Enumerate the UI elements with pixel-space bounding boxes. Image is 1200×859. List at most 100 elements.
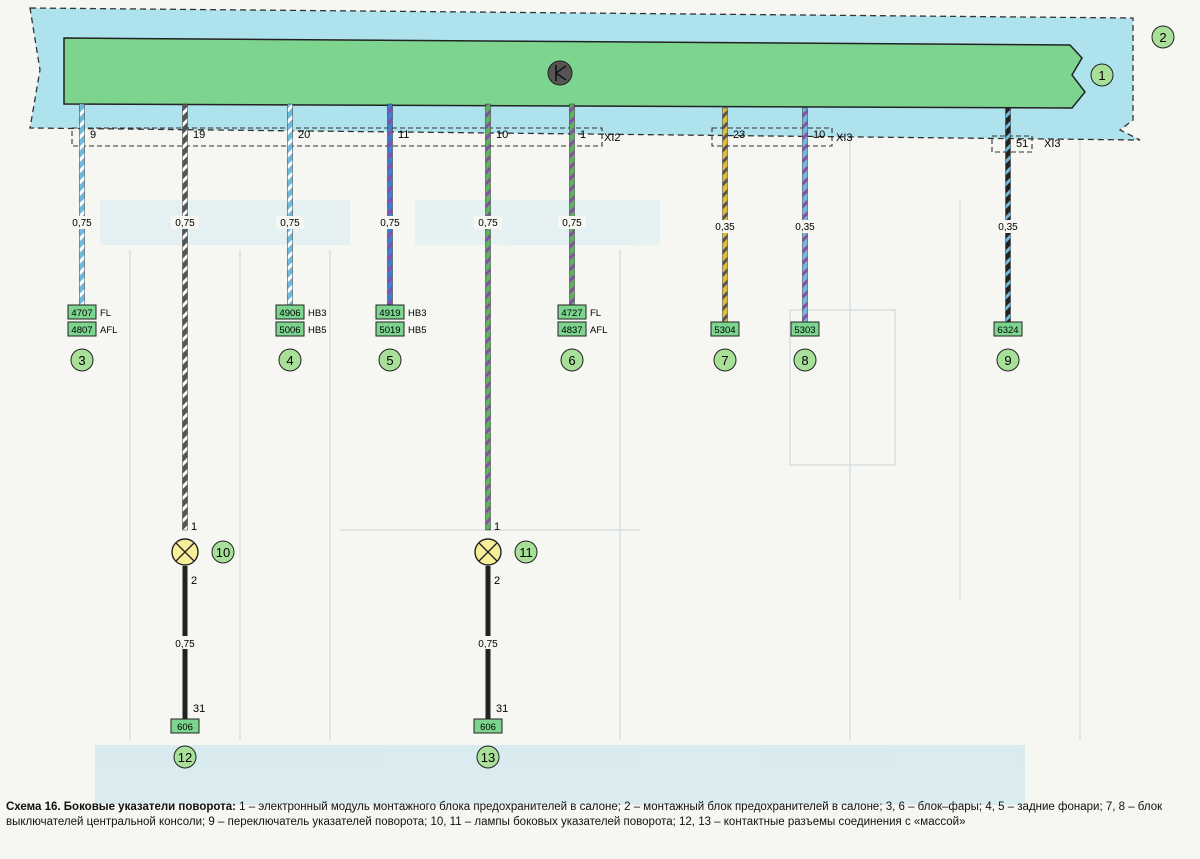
background-sketch [95, 130, 1081, 805]
gauge-label-bg [558, 216, 586, 229]
terminal-box [710, 321, 740, 337]
ground-terminal-box [473, 718, 503, 734]
gauge-label-bg [791, 220, 819, 233]
wire-3 [287, 103, 293, 306]
ground-terminal-box [170, 718, 200, 734]
wire-pin-label: 11 [398, 129, 409, 141]
connector-xi3-outline [991, 135, 1033, 153]
terminal-code: 6324 [997, 325, 1018, 336]
gauge-label-bg [474, 216, 502, 229]
wire-pin-label: 19 [193, 129, 205, 141]
gauge-label-bg [711, 220, 739, 233]
callout-circle [378, 348, 402, 372]
gauge-label-bg [276, 216, 304, 229]
terminal-code: 4727 [561, 308, 582, 319]
terminal-box [67, 321, 97, 337]
connector-xi2-outline [71, 127, 603, 147]
ground-pin-label: 31 [496, 703, 508, 715]
callout-label: 9 [1004, 353, 1011, 368]
connector-label-xi3: XI3 [836, 132, 853, 144]
wires-layer [79, 103, 1011, 721]
gauge-label-bg [171, 636, 199, 649]
electronic-module [63, 37, 1086, 109]
terminal-code: 5303 [794, 325, 815, 336]
wire-1 [79, 103, 85, 306]
terminal-code: 4807 [71, 325, 92, 336]
wire-pin-label: 10 [813, 129, 825, 141]
terminal-tag: HB3 [308, 308, 326, 319]
terminal-box [67, 304, 97, 320]
connector-xi3-outline [711, 127, 833, 147]
terminal-code: 4906 [279, 308, 300, 319]
callout-label: 4 [286, 353, 293, 368]
lamp-cross [478, 542, 498, 562]
terminal-code: 4837 [561, 325, 582, 336]
callout-label: 7 [721, 353, 728, 368]
terminal-box [790, 321, 820, 337]
terminal-box [557, 321, 587, 337]
wire-gauge-label: 0,75 [175, 218, 195, 229]
callout-circle [211, 540, 235, 564]
callout-fuse-box: 2 [1151, 25, 1175, 49]
terminal-tag: HB3 [408, 308, 426, 319]
wire-5 [485, 103, 491, 531]
terminal-box [375, 321, 405, 337]
wire-gauge-label: 0,75 [72, 218, 92, 229]
lamp-pin-top: 1 [494, 521, 500, 533]
ground-pin-label: 31 [193, 703, 205, 715]
callout-module-text: 1 [1098, 68, 1105, 83]
callout-circle [514, 540, 538, 564]
terminal-tag: HB5 [308, 325, 326, 336]
lamp-pin-top: 1 [191, 521, 197, 533]
callout-circle [793, 348, 817, 372]
gauge-label-bg [68, 216, 96, 229]
gauge-label-bg [171, 216, 199, 229]
terminal-box [993, 321, 1023, 337]
wire-gauge-label: 0,35 [715, 222, 735, 233]
callout-label: 6 [568, 353, 575, 368]
callout-label: 12 [178, 750, 192, 765]
wire-8 [802, 107, 808, 323]
labels-layer: 0,7590,75190,75200,75110,75100,7510,3523… [67, 129, 1028, 769]
wire-pin-label: 10 [496, 129, 508, 141]
terminal-tag: FL [590, 308, 601, 319]
figure-caption: Схема 16. Боковые указатели поворота: 1 … [6, 800, 1194, 830]
wire-gauge-label: 0,75 [380, 218, 400, 229]
callout-circle [560, 348, 584, 372]
callout-circle [476, 745, 500, 769]
connector-label-xi2: XI2 [604, 132, 621, 144]
callout-circle [713, 348, 737, 372]
terminal-tag: AFL [590, 325, 607, 336]
callout-label: 11 [519, 545, 533, 560]
wire-gauge-label: 0,35 [998, 222, 1018, 233]
lamp-pin-bottom: 2 [191, 575, 197, 587]
callout-label: 8 [801, 353, 808, 368]
callout-label: 5 [386, 353, 393, 368]
ground-terminal-code: 606 [177, 722, 193, 733]
terminal-tag: HB5 [408, 325, 426, 336]
ground-gauge-label: 0,75 [478, 639, 498, 650]
wire-gauge-label: 0,75 [562, 218, 582, 229]
lamp-pin-bottom: 2 [494, 575, 500, 587]
wire-pin-label: 9 [90, 129, 96, 141]
transistor-icon [547, 60, 573, 86]
terminal-code: 5019 [379, 325, 400, 336]
callout-circle [173, 745, 197, 769]
callout-module: 1 [1090, 63, 1114, 87]
wire-pin-label: 51 [1016, 138, 1028, 150]
terminal-code: 4707 [71, 308, 92, 319]
wire-pin-label: 20 [298, 129, 310, 141]
wire-gauge-label: 0,75 [478, 218, 498, 229]
wire-7 [722, 107, 728, 323]
wire-6 [569, 103, 575, 306]
lamp-cross [175, 542, 195, 562]
terminal-box [275, 321, 305, 337]
wire-9 [1005, 107, 1011, 323]
terminal-code: 4919 [379, 308, 400, 319]
wire-2 [182, 103, 188, 531]
gauge-label-bg [994, 220, 1022, 233]
terminal-code: 5304 [714, 325, 735, 336]
wire-4 [387, 103, 393, 306]
callout-circle [996, 348, 1020, 372]
